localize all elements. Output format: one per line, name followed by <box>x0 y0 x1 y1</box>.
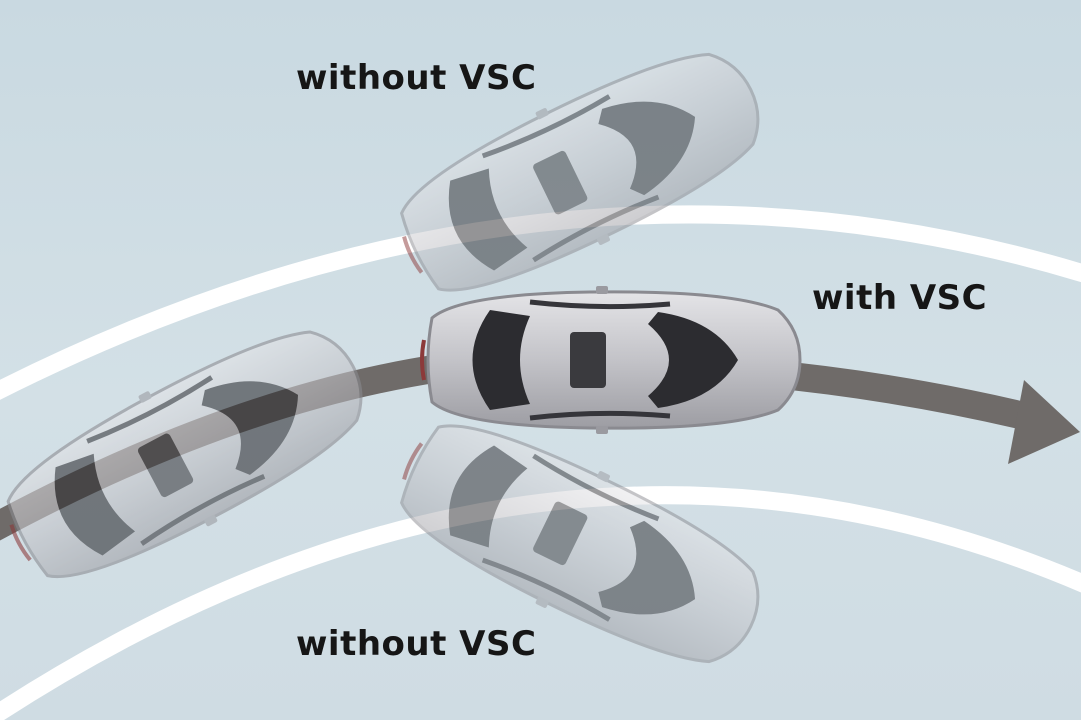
label-without-vsc-bottom: without VSC <box>296 624 537 664</box>
arrow-head <box>1008 380 1080 464</box>
label-without-vsc-top: without VSC <box>296 58 537 98</box>
car-with-vsc <box>422 286 800 434</box>
car-entering-curve <box>0 300 388 608</box>
label-with-vsc: with VSC <box>812 278 988 318</box>
